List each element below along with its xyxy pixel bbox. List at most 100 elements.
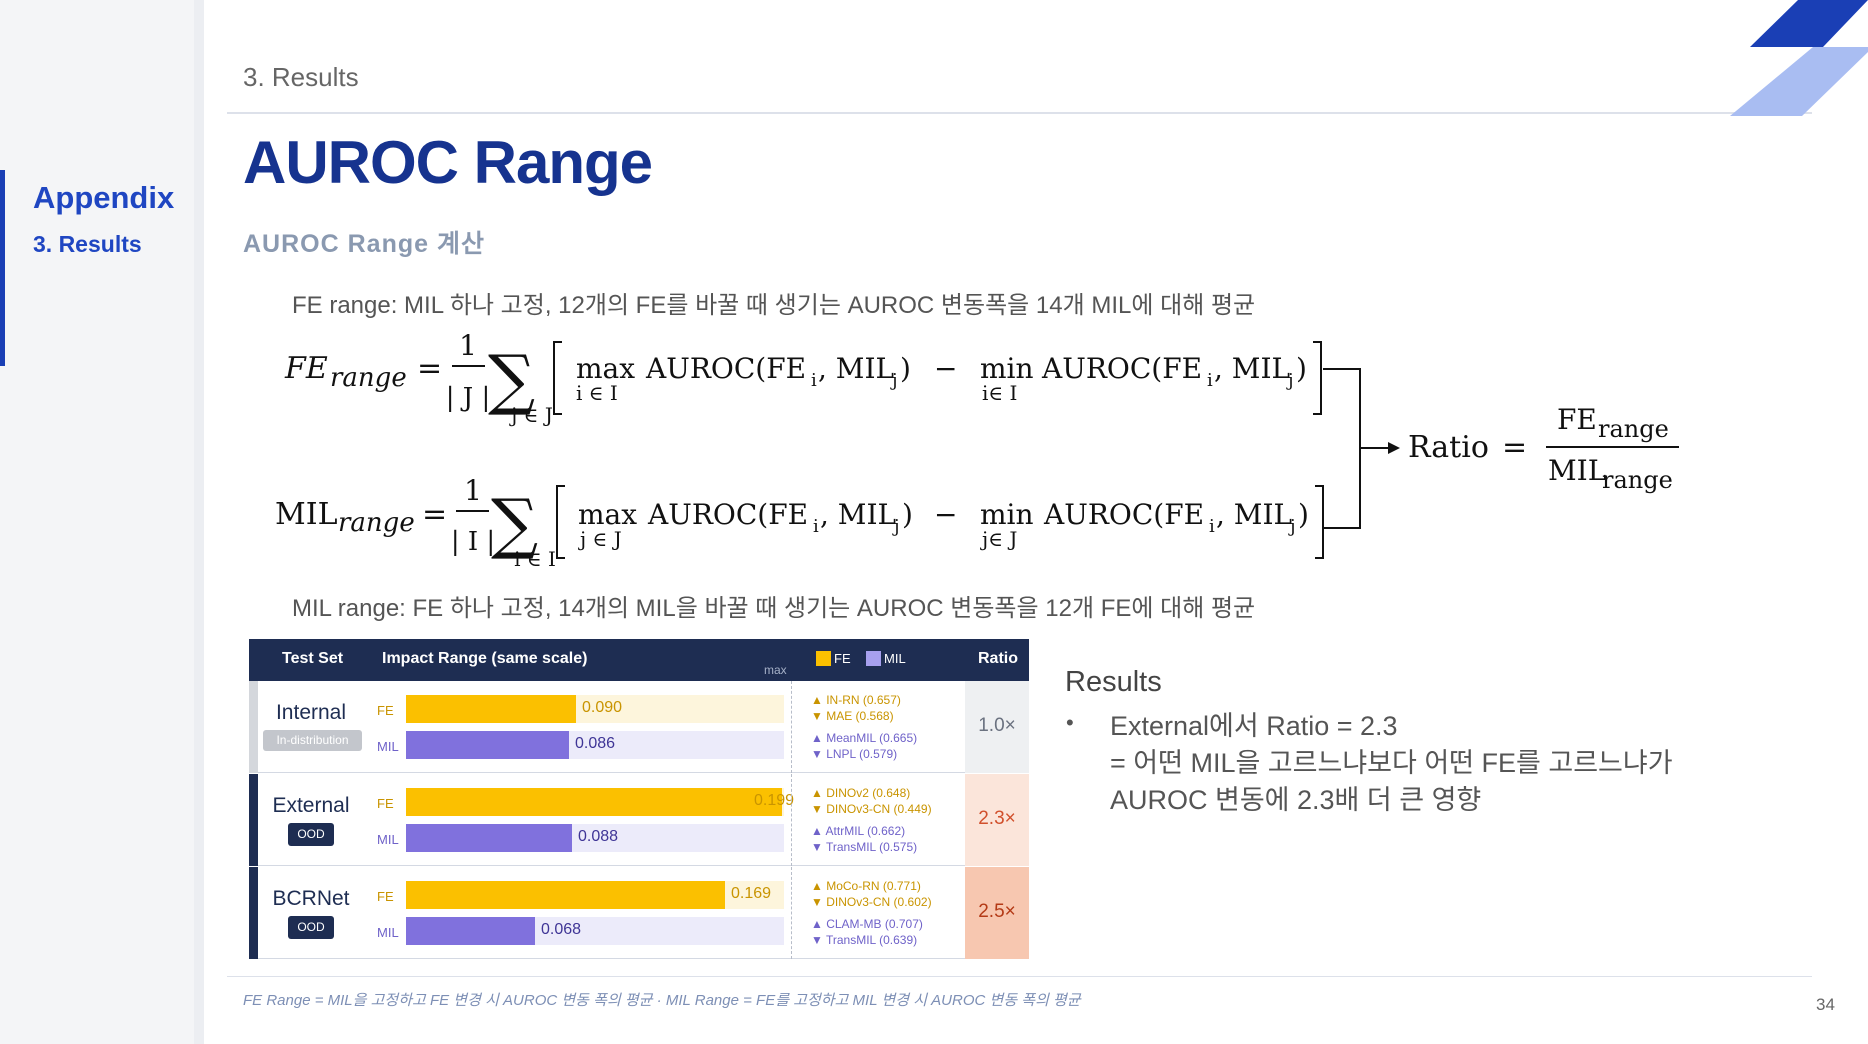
- mil-lane: 0.088: [406, 824, 784, 852]
- mil-bar-value: 0.068: [541, 921, 582, 938]
- results-bullet: •: [1066, 710, 1074, 735]
- results-line: AUROC 변동에 2.3배 더 큰 영향: [1110, 785, 1482, 815]
- mil-term2: AUROC(FE: [1043, 498, 1204, 531]
- fe-series-label: FE: [377, 703, 394, 718]
- mil-bar: [406, 731, 569, 759]
- mil-min-index: j∈ J: [980, 527, 1017, 551]
- fe-bar-value: 0.169: [731, 885, 772, 902]
- test-set-badge: OOD: [288, 823, 334, 846]
- mil-frac-num: 1: [464, 474, 482, 507]
- fe-minus: −: [934, 352, 957, 385]
- fe-worst-note: ▼ MAE (0.568): [811, 709, 894, 723]
- test-set-name: BCRNet: [272, 887, 350, 910]
- table-row: Internal In-distribution FE 0.090 MIL 0.…: [249, 681, 1029, 773]
- mil-best-note: ▲ MeanMIL (0.665): [811, 731, 918, 745]
- legend-fe-label: FE: [834, 651, 851, 666]
- footnote: FE Range = MIL을 고정하고 FE 변경 시 AUROC 변동 폭의…: [243, 992, 1081, 1009]
- mil-bracket-right: [1315, 485, 1324, 559]
- mil-series-label: MIL: [377, 832, 399, 847]
- mil-term2-mil: , MIL: [1216, 498, 1292, 531]
- mil-bar: [406, 917, 535, 945]
- mil-frac-den: | I |: [451, 527, 495, 557]
- sidebar: [0, 0, 204, 1044]
- fe-worst-note: ▼ DINOv3-CN (0.449): [811, 802, 932, 816]
- section-label: 3. Results: [243, 62, 359, 92]
- header-test-set: Test Set: [282, 650, 344, 667]
- formula-block: FE range = 1 | J | ∑ j ∈ J max i ∈ I AUR…: [275, 329, 1679, 571]
- connector-bracket: [1323, 368, 1361, 529]
- sidebar-item-results[interactable]: 3. Results: [33, 231, 142, 257]
- fe-min: min: [980, 352, 1034, 385]
- fe-term1-mil: , MIL: [818, 352, 894, 385]
- sidebar-title[interactable]: Appendix: [33, 180, 175, 215]
- fe-term2: AUROC(FE: [1041, 352, 1202, 385]
- mil-min: min: [980, 498, 1034, 531]
- results-title: Results: [1065, 666, 1162, 698]
- fe-min-index: i∈ I: [982, 381, 1017, 405]
- ratio-den: MIL: [1548, 454, 1606, 487]
- fe-max-index: i ∈ I: [576, 381, 618, 405]
- fe-bar-value: 0.090: [582, 699, 623, 716]
- fe-lane: 0.090: [406, 695, 784, 723]
- ratio-value: 2.5×: [978, 901, 1016, 922]
- fe-term1-sub-j: j: [890, 370, 898, 391]
- corner-decoration: [1730, 0, 1868, 116]
- fe-best-note: ▲ DINOv2 (0.648): [811, 786, 911, 800]
- fe-range-lhs: FE: [284, 351, 328, 386]
- connector-arrowhead: [1388, 442, 1400, 454]
- header-ratio: Ratio: [978, 650, 1018, 667]
- test-set-badge: In-distribution: [263, 730, 362, 751]
- mil-lane: 0.068: [406, 917, 784, 945]
- mil-range-lhs: MIL: [275, 497, 338, 532]
- corner-stripe-dark: [1750, 0, 1868, 47]
- legend-mil-label: MIL: [884, 651, 906, 666]
- fe-term2-sub-i: i: [1207, 370, 1213, 391]
- fe-term1-close: ): [900, 352, 911, 385]
- footer-divider: [227, 976, 1812, 977]
- fe-term1: AUROC(FE: [645, 352, 806, 385]
- row-accent: [249, 774, 258, 866]
- mil-best-note: ▲ AttrMIL (0.662): [811, 824, 906, 838]
- row-accent: [249, 681, 258, 773]
- mil-lane: 0.086: [406, 731, 784, 759]
- fe-frac-num: 1: [459, 329, 477, 362]
- corner-stripe-light: [1730, 47, 1868, 116]
- mil-series-label: MIL: [377, 925, 399, 940]
- ratio-value: 2.3×: [978, 808, 1016, 829]
- test-set-name: Internal: [275, 701, 347, 724]
- fe-range-description: FE range: MIL 하나 고정, 12개의 FE를 바꿀 때 생기는 A…: [292, 292, 1256, 319]
- results-line: External에서 Ratio = 2.3: [1110, 711, 1398, 741]
- header-impact: Impact Range (same scale): [382, 650, 588, 667]
- mil-minus: −: [934, 498, 957, 531]
- ratio-label: Ratio: [1408, 430, 1489, 465]
- fe-lane: 0.199: [406, 788, 794, 816]
- legend-fe-swatch: [816, 651, 831, 666]
- mil-best-note: ▲ CLAM-MB (0.707): [811, 917, 923, 931]
- mil-range-lhs-sub: range: [338, 508, 415, 538]
- fe-series-label: FE: [377, 796, 394, 811]
- fe-term1-sub-i: i: [811, 370, 817, 391]
- fe-best-note: ▲ MoCo-RN (0.771): [811, 879, 921, 893]
- row-accent: [249, 867, 258, 959]
- page-title: AUROC Range: [243, 129, 653, 196]
- mil-term1-sub-i: i: [813, 516, 819, 537]
- table-header: Test Set Impact Range (same scale) max F…: [249, 639, 1029, 681]
- mil-sum-sign: ∑: [491, 485, 538, 562]
- fe-bar: [406, 881, 725, 909]
- mil-series-label: MIL: [377, 739, 399, 754]
- results-line: = 어떤 MIL을 고르느냐보다 어떤 FE를 고르느냐가: [1110, 748, 1673, 778]
- ratio-equals: =: [1502, 430, 1527, 465]
- mil-term2-sub-i: i: [1209, 516, 1215, 537]
- page-subtitle: AUROC Range 계산: [243, 230, 485, 258]
- mil-bar-value: 0.088: [578, 828, 619, 845]
- max-separator: [791, 774, 792, 866]
- fe-term2-mil: , MIL: [1214, 352, 1290, 385]
- legend-mil-swatch: [866, 651, 881, 666]
- mil-term2-sub-j: j: [1288, 516, 1296, 537]
- fe-series-label: FE: [377, 889, 394, 904]
- mil-worst-note: ▼ TransMIL (0.639): [811, 933, 918, 947]
- fe-sum-sign: ∑: [488, 341, 535, 418]
- table-row: BCRNet OOD FE 0.169 MIL 0.068 ▲ MoCo-RN …: [249, 867, 1029, 959]
- fe-bar: [406, 695, 576, 723]
- mil-worst-note: ▼ TransMIL (0.575): [811, 840, 918, 854]
